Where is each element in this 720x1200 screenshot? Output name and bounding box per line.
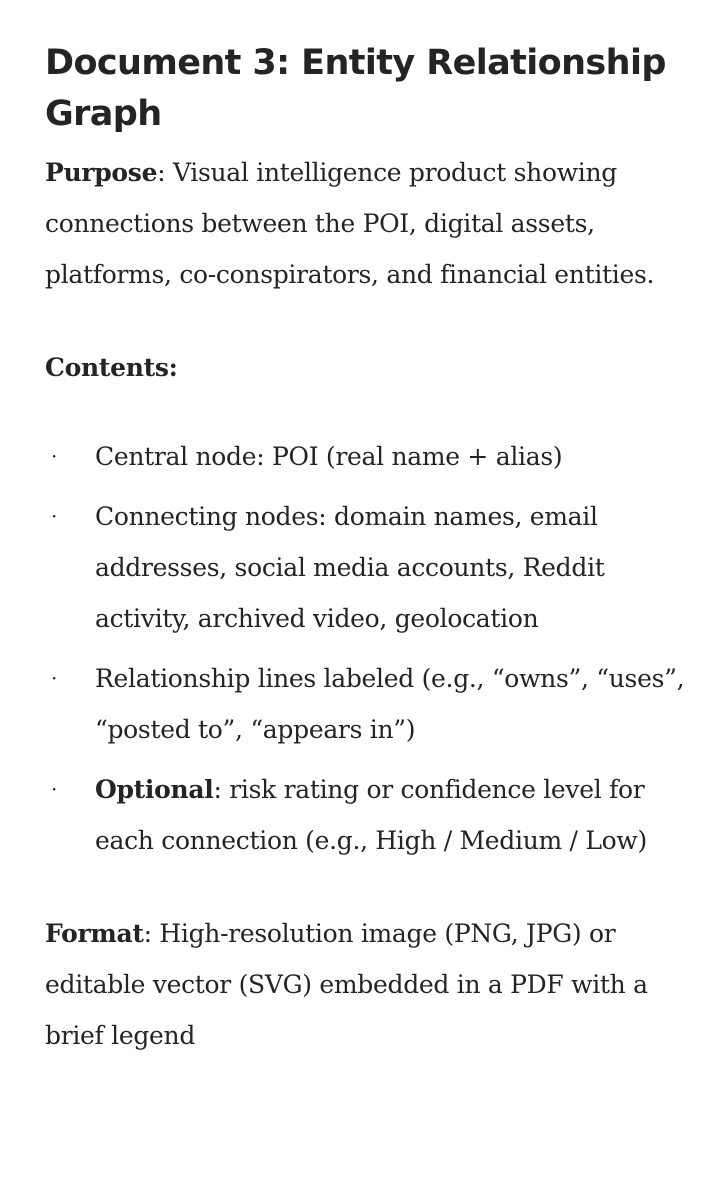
list-item-text: : risk rating or confidence level for ea… (95, 775, 647, 855)
format-text: : High-resolution image (PNG, JPG) or ed… (45, 919, 648, 1050)
section-title: Document 3: Entity Relationship Graph (45, 43, 666, 134)
contents-list: · Central node: POI (real name + alias) ·… (45, 431, 695, 866)
bullet-icon: · (51, 777, 58, 801)
list-item-text: Connecting nodes: domain names, email ad… (95, 502, 605, 633)
list-item-bold: Optional (95, 775, 214, 804)
list-item-text: Central node: POI (real name + alias) (95, 442, 563, 471)
format-paragraph: Format: High-resolution image (PNG, JPG)… (45, 908, 695, 1061)
document-section: Document 3: Entity Relationship Graph Pu… (45, 38, 695, 1061)
list-item: · Optional: risk rating or confidence lev… (45, 764, 695, 866)
list-item: · Connecting nodes: domain names, email a… (45, 491, 695, 644)
bullet-icon: · (51, 504, 58, 528)
list-item: · Relationship lines labeled (e.g., “owns… (45, 653, 695, 755)
purpose-text: : Visual intelligence product showing co… (45, 158, 655, 289)
list-item: · Central node: POI (real name + alias) (45, 431, 695, 482)
list-item-text: Relationship lines labeled (e.g., “owns”… (95, 664, 685, 744)
bullet-icon: · (51, 444, 58, 468)
contents-label: Contents: (45, 353, 178, 382)
purpose-paragraph: Purpose: Visual intelligence product sho… (45, 147, 695, 300)
bullet-icon: · (51, 666, 58, 690)
format-label: Format (45, 919, 144, 948)
purpose-label: Purpose (45, 158, 158, 187)
